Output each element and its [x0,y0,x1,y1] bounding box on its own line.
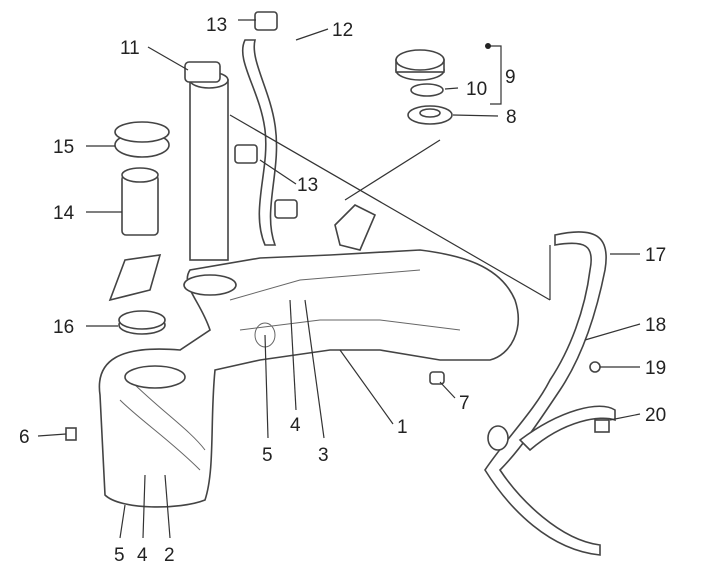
callout-13: 13 [297,175,318,196]
leader-lines [37,19,641,539]
callout-4: 4 [137,545,148,566]
pump-parts [108,121,170,335]
hose-12 [234,11,298,246]
callout-5: 5 [262,445,273,466]
vent-hose-17 [65,231,616,556]
callout-11: 11 [120,38,140,59]
callout-12: 12 [332,20,353,41]
callout-19: 19 [645,358,666,379]
callout-1: 1 [397,417,408,438]
callout-labels: 13 12 11 9 10 8 15 13 14 17 18 16 19 7 2… [19,15,666,566]
callout-4: 4 [290,415,301,436]
callout-13: 13 [206,15,227,36]
callout-18: 18 [645,315,666,336]
callout-17: 17 [645,245,666,266]
callout-10: 10 [466,79,487,100]
callout-2: 2 [164,545,175,566]
callout-16: 16 [53,317,74,338]
callout-20: 20 [645,405,666,426]
callout-6: 6 [19,427,30,448]
fuel-cap-assembly [334,49,453,251]
callout-9: 9 [505,67,516,88]
callout-8: 8 [506,107,517,128]
callout-5: 5 [114,545,125,566]
callout-7: 7 [459,393,470,414]
callout-3: 3 [318,445,329,466]
fuel-pump-tube [184,61,229,261]
callout-14: 14 [53,203,75,224]
callout-15: 15 [53,137,74,158]
fuel-tank [98,249,519,508]
